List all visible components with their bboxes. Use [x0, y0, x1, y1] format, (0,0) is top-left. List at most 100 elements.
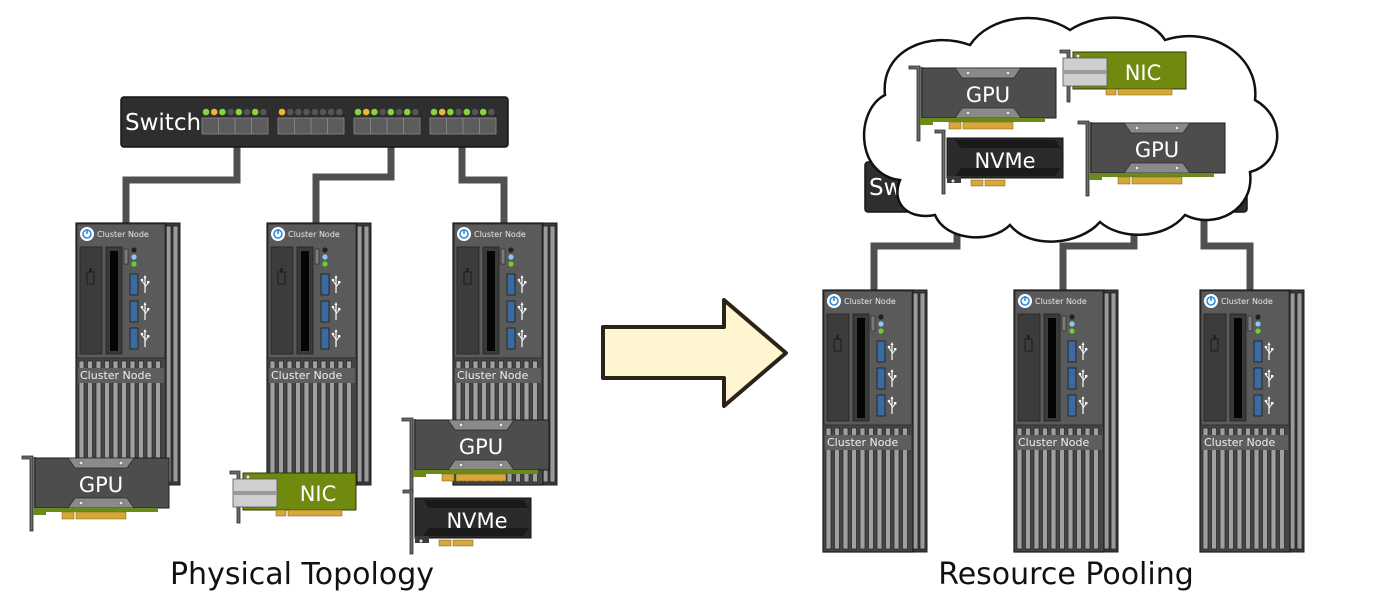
switch-port	[218, 117, 236, 135]
nic-label: NIC	[1125, 61, 1162, 85]
vent-bar	[1093, 427, 1099, 550]
node-label: Cluster Node	[827, 436, 898, 449]
switch-port	[386, 117, 404, 135]
switch-led	[202, 108, 210, 116]
switch-led	[286, 108, 294, 116]
vent-bar	[1025, 427, 1031, 550]
switch-port	[403, 117, 421, 135]
node-label-strip	[455, 368, 541, 383]
vent-bar	[1236, 427, 1243, 550]
switch-ports	[201, 108, 497, 135]
switch-led	[227, 108, 234, 116]
switch-led	[379, 108, 386, 116]
node-label-strip	[269, 368, 355, 383]
gpu-label: GPU	[79, 473, 123, 497]
switch-led	[319, 108, 327, 116]
switch-port	[462, 117, 480, 135]
nic-label: NIC	[300, 482, 337, 506]
switch-led	[336, 108, 343, 116]
node-title: Cluster Node	[1035, 297, 1087, 306]
node-label: Cluster Node	[1018, 436, 1089, 449]
vent-bar	[1033, 427, 1040, 550]
vent-bar	[1076, 427, 1082, 550]
vent-bar	[1042, 427, 1048, 550]
vent-bar	[851, 427, 857, 550]
gpu-card: GPU	[21, 455, 170, 532]
vent-bar	[1279, 427, 1285, 550]
vent-bar	[1059, 427, 1065, 550]
switch-led	[311, 108, 319, 116]
cable-2	[312, 145, 395, 225]
switch-led	[479, 108, 487, 116]
switch-led	[235, 108, 243, 116]
node-label-strip	[825, 435, 911, 450]
switch-port	[327, 117, 345, 135]
node-vents	[1016, 427, 1102, 550]
nvme-card: NVMe	[402, 489, 532, 555]
vent-bar	[859, 427, 866, 550]
vent-bar	[868, 427, 874, 550]
switch-led	[278, 108, 286, 116]
switch-led	[412, 108, 419, 116]
switch-led	[260, 108, 267, 116]
vent-bar	[902, 427, 908, 550]
vent-bar	[1245, 427, 1251, 550]
transition-arrow	[601, 298, 788, 408]
vent-bar	[1016, 427, 1023, 550]
switch-led	[362, 108, 370, 116]
cable-3	[458, 145, 508, 225]
switch-port	[429, 117, 447, 135]
vent-bar	[876, 427, 883, 550]
switch-port	[479, 117, 497, 135]
switch-led	[219, 108, 226, 116]
gpu-label: GPU	[1135, 138, 1179, 162]
switch-port	[201, 117, 219, 135]
gpu-card: GPU	[401, 417, 550, 494]
switch-led	[251, 108, 259, 116]
cables	[122, 145, 508, 225]
vent-bar	[1253, 427, 1260, 550]
node-label-strip	[1202, 435, 1288, 450]
vent-bar	[1228, 427, 1234, 550]
switch-led	[295, 108, 302, 116]
switch-port-group	[429, 108, 497, 135]
vent-bar	[825, 427, 832, 550]
pooled-nic-card: NIC	[1059, 49, 1187, 103]
node-label-strip	[1016, 435, 1102, 450]
node-title: Cluster Node	[844, 297, 896, 306]
cable-3	[1200, 210, 1254, 292]
nic-card: NIC	[229, 470, 357, 524]
vent-bar	[1219, 427, 1226, 550]
vent-bar	[885, 427, 891, 550]
node-label-strip	[78, 368, 164, 383]
node-label: Cluster Node	[1204, 436, 1275, 449]
node-label: Cluster Node	[457, 369, 528, 382]
pooled-gpu-card: GPU	[908, 65, 1057, 142]
node-label: Cluster Node	[80, 369, 151, 382]
switch-led	[488, 108, 495, 116]
switch-led	[210, 108, 218, 116]
switch-led	[471, 108, 479, 116]
node-title: Cluster Node	[1221, 297, 1273, 306]
switch-port-group	[277, 108, 345, 135]
switch-led	[354, 108, 362, 116]
node-vents	[1202, 427, 1288, 550]
switch-led	[395, 108, 403, 116]
switch-port	[277, 117, 295, 135]
pooled-nvme-card: NVMe	[934, 129, 1064, 195]
switch-led	[243, 108, 251, 116]
switch-led	[438, 108, 446, 116]
switch-port	[234, 117, 252, 135]
arrow-right-icon	[601, 298, 788, 408]
node-title: Cluster Node	[288, 230, 340, 239]
nvme-label: NVMe	[446, 509, 507, 533]
node-title: Cluster Node	[474, 230, 526, 239]
